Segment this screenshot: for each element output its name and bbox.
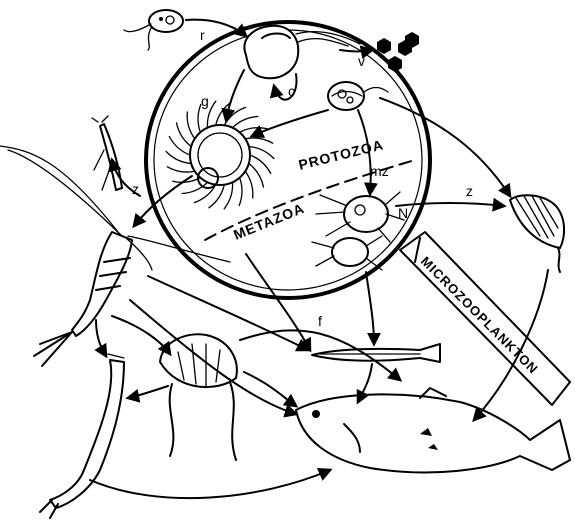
heliozoan-ray bbox=[239, 178, 242, 206]
heliozoan-ray bbox=[245, 171, 253, 198]
arrow-jelly-fish bbox=[244, 372, 296, 406]
arrow-copepod-worm bbox=[96, 320, 106, 356]
arrow-v bbox=[340, 50, 372, 52]
label-v: v bbox=[358, 53, 365, 69]
heliozoan-ray bbox=[187, 112, 195, 139]
arrow-z-right bbox=[396, 203, 504, 206]
arrow-nauplius-larva bbox=[366, 272, 374, 344]
arrow-r bbox=[186, 20, 246, 36]
fish-organism bbox=[296, 388, 570, 472]
heliozoan-ray bbox=[169, 137, 190, 156]
ctenophore-organism bbox=[160, 334, 237, 460]
arrow-worm-organism bbox=[40, 354, 124, 518]
heliozoan-ray bbox=[250, 155, 271, 174]
arrow-dino-append bbox=[380, 98, 510, 196]
flagellate-organism bbox=[124, 10, 183, 50]
arrow-helio-copepod bbox=[134, 176, 192, 226]
label-n: N bbox=[398, 205, 408, 221]
heliozoan-organism bbox=[166, 101, 274, 209]
label-mz: mz bbox=[370, 163, 389, 179]
arrow-jelly-worm bbox=[128, 386, 168, 398]
label-g: g bbox=[201, 93, 209, 109]
larval-fish-organism bbox=[312, 344, 440, 362]
arrow-worm-fish bbox=[90, 470, 330, 498]
label-f: f bbox=[318, 313, 322, 329]
label-z-left: z bbox=[132, 181, 139, 197]
heliozoan-ray bbox=[245, 138, 273, 143]
heliozoan-ray bbox=[167, 167, 195, 172]
arrow-copepod-jelly bbox=[112, 316, 170, 354]
heliozoan-ray bbox=[233, 117, 258, 128]
label-r: r bbox=[200, 27, 205, 43]
virus-particles bbox=[377, 32, 419, 72]
label-z-right: z bbox=[466, 183, 473, 199]
label-c: c bbox=[288, 83, 295, 99]
arrow-dino-helio bbox=[252, 110, 328, 136]
mysid-organism bbox=[92, 116, 122, 190]
heliozoan-ray bbox=[224, 182, 232, 209]
dinoflagellate-organism bbox=[328, 82, 388, 110]
appendicularian-organism bbox=[510, 195, 564, 272]
